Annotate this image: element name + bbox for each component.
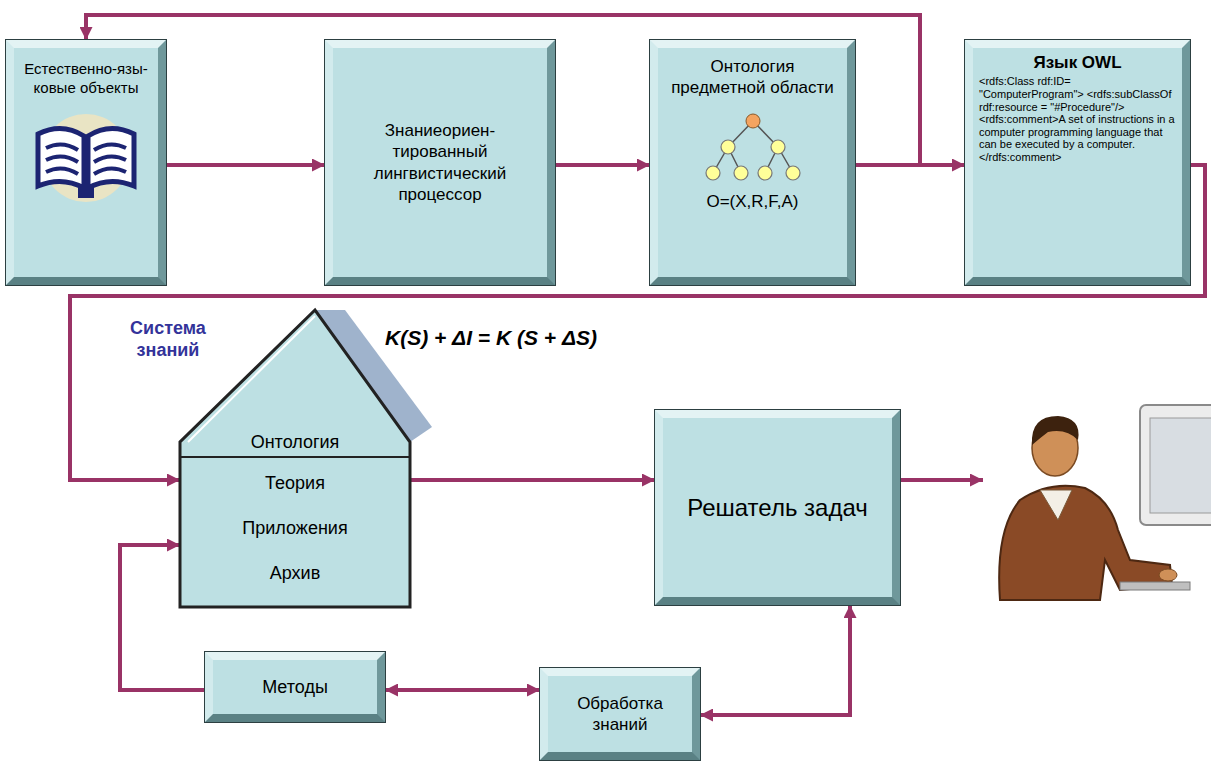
book-icon [26, 108, 146, 204]
collar [1040, 490, 1072, 520]
knowledge-house: ТеорияПриложенияАрхивСистема знанийОнтол… [180, 302, 410, 610]
process-box: Знаниеориен- тированный лингвистический … [325, 40, 555, 285]
drawing-part [771, 140, 785, 154]
monitor [1140, 405, 1211, 525]
arrow-to-user [900, 478, 983, 482]
hand [1159, 569, 1177, 581]
formula-label: K(S) + ΔI = K (S + ΔS) [385, 326, 597, 350]
process-box: Естественно-язы- ковые объекты [6, 40, 166, 285]
roof-label: Онтология [180, 432, 410, 454]
process-box: Методы [205, 652, 385, 722]
drawing-part [734, 166, 748, 180]
keyboard [1120, 582, 1190, 590]
drawing-part [188, 316, 315, 442]
node-body: <rdfs:Class rdf:ID= "ComputerProgram"> <… [979, 75, 1176, 163]
monitor-screen [1150, 418, 1211, 513]
node-title: Обработка знаний [554, 693, 686, 736]
node-title: Методы [262, 676, 328, 699]
node-title: Онтология предметной области [664, 56, 841, 99]
process-box: Решатель задач [655, 410, 900, 605]
drawing-part [713, 121, 793, 173]
tree-icon [693, 109, 813, 187]
node-title: Естественно-язы- ковые объекты [20, 60, 152, 98]
node-title: Решатель задач [687, 493, 868, 523]
drawing-part [94, 144, 126, 174]
flow-arrow [700, 605, 850, 715]
flow-arrow [166, 163, 325, 167]
flow-arrow [385, 688, 540, 692]
node-title: Приложения [242, 517, 347, 540]
drawing-part [180, 310, 410, 607]
node-title: Архив [270, 562, 320, 585]
flow-arrow [410, 478, 655, 482]
drawing-part [786, 166, 800, 180]
drawing-part [78, 188, 94, 198]
drawing-part [88, 128, 134, 188]
hair [1032, 416, 1079, 445]
user-illustration [999, 405, 1211, 600]
node-title: Язык OWL [979, 52, 1176, 73]
drawing-part [706, 166, 720, 180]
process-box: Онтология предметной областиO=(X,R,F,A) [650, 40, 855, 285]
drawing-part [180, 456, 410, 458]
node-title: Знаниеориен- тированный лингвистический … [339, 120, 541, 205]
drawing-part [721, 140, 735, 154]
node-body: O=(X,R,F,A) [706, 191, 798, 212]
node-title: Теория [265, 472, 325, 495]
drawing-part [38, 128, 84, 188]
process-box: Язык OWL<rdfs:Class rdf:ID= "ComputerPro… [965, 40, 1190, 285]
process-box: Обработка знаний [540, 668, 700, 760]
drawing-part [746, 114, 760, 128]
drawing-part [758, 166, 772, 180]
system-heading: Система знаний [112, 318, 224, 361]
flow-arrow [555, 163, 650, 167]
drawing-part [46, 144, 78, 174]
